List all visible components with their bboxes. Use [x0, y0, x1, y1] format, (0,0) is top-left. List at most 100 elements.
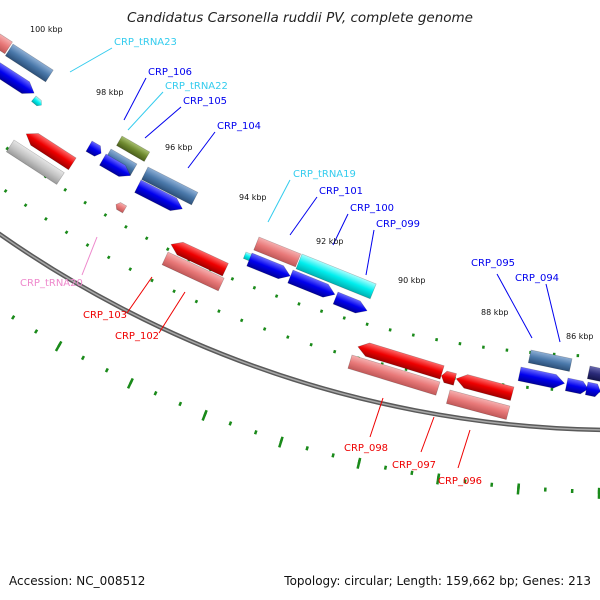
- gene-label-crp-trna23[interactable]: CRP_tRNA23: [114, 37, 177, 48]
- gene-crp-096[interactable]: [446, 389, 511, 420]
- gene-segment[interactable]: [253, 236, 302, 268]
- label-leader-line: [496, 273, 533, 339]
- gene-crp-104[interactable]: [141, 166, 199, 206]
- gene-label-crp-105[interactable]: CRP_105: [183, 96, 227, 107]
- gene-segment[interactable]: [85, 140, 104, 158]
- gene-segment[interactable]: [347, 354, 441, 396]
- gene-crp-095[interactable]: [527, 349, 573, 372]
- scale-tick: [410, 470, 414, 476]
- gene-label-crp-096[interactable]: CRP_096: [438, 476, 482, 487]
- trna-marker[interactable]: [31, 95, 44, 108]
- label-leader-line: [545, 283, 561, 343]
- gene-label-crp-100[interactable]: CRP_100: [350, 203, 394, 214]
- scale-tick: [165, 247, 170, 252]
- scale-tick: [83, 200, 88, 205]
- scale-tick: [104, 367, 109, 373]
- label-leader-line: [123, 77, 147, 121]
- gene-segment[interactable]: [332, 291, 369, 317]
- gene-segment[interactable]: [99, 153, 134, 181]
- scale-tick: [388, 328, 392, 332]
- scale-tick: [383, 465, 388, 470]
- scale-tick: [194, 299, 199, 304]
- scale-tick: [365, 322, 369, 326]
- label-leader-line: [420, 416, 435, 453]
- scale-tick: [150, 278, 154, 283]
- scale-tick: [252, 285, 257, 290]
- scale-tick: [228, 421, 233, 426]
- gene-label-crp-095[interactable]: CRP_095: [471, 258, 515, 269]
- scale-major-tick: [516, 483, 521, 495]
- gene-crp-103-region[interactable]: [22, 128, 77, 171]
- scale-tick: [435, 337, 439, 342]
- gene-crp-094[interactable]: [517, 366, 566, 390]
- gene-label-crp-097[interactable]: CRP_097: [392, 460, 436, 471]
- gene-crp-103[interactable]: [168, 238, 229, 277]
- gene-label-crp-099[interactable]: CRP_099: [376, 219, 420, 230]
- gene-label-crp-trna19[interactable]: CRP_tRNA19: [293, 169, 356, 180]
- scale-tick: [178, 401, 183, 407]
- gene-crp-098[interactable]: [356, 340, 445, 380]
- label-leader-line: [267, 179, 291, 223]
- accession-text: Accession: NC_008512: [9, 574, 146, 588]
- label-leader-line: [81, 236, 98, 276]
- gene-crp-100[interactable]: [295, 253, 377, 300]
- gene-crp-097[interactable]: [440, 370, 457, 386]
- scale-major-tick: [278, 436, 284, 448]
- scale-tick: [297, 302, 301, 306]
- label-leader-line: [332, 213, 349, 246]
- scale-label: 86 kbp: [566, 332, 594, 341]
- gene-segment[interactable]: [454, 372, 515, 401]
- gene-label-crp-104[interactable]: CRP_104: [217, 121, 261, 132]
- gene-segment[interactable]: [564, 377, 589, 395]
- scale-tick: [239, 318, 244, 323]
- scale-tick: [253, 430, 258, 435]
- scale-label: 100 kbp: [30, 25, 63, 34]
- scale-tick: [11, 315, 16, 320]
- gene-segment[interactable]: [0, 59, 38, 99]
- label-leader-line: [127, 91, 164, 131]
- label-leader-line: [126, 276, 153, 314]
- gene-crp-102[interactable]: [161, 251, 225, 292]
- gene-segment[interactable]: [584, 381, 600, 398]
- scale-tick: [44, 217, 48, 221]
- gene-label-crp-trna22[interactable]: CRP_tRNA22: [165, 81, 228, 92]
- scale-tick: [80, 355, 86, 361]
- gene-crp-099[interactable]: [287, 269, 338, 301]
- scale-tick: [274, 294, 279, 298]
- gene-segment[interactable]: [586, 365, 600, 382]
- scale-tick: [309, 342, 313, 347]
- label-leader-line: [369, 397, 384, 438]
- scale-tick: [124, 224, 128, 229]
- scale-tick: [5, 146, 10, 151]
- scale-tick: [217, 309, 221, 314]
- scale-major-tick: [54, 340, 63, 352]
- scale-tick: [333, 349, 337, 354]
- gene-label-crp-102[interactable]: CRP_102: [115, 331, 159, 342]
- scale-label: 94 kbp: [239, 193, 267, 202]
- scale-tick: [286, 335, 290, 339]
- gene-segment[interactable]: [0, 29, 13, 55]
- gene-label-crp-101[interactable]: CRP_101: [319, 186, 363, 197]
- gene-label-crp-098[interactable]: CRP_098: [344, 443, 388, 454]
- gene-label-crp-094[interactable]: CRP_094: [515, 273, 559, 284]
- trna-crp-trna20[interactable]: [114, 201, 128, 214]
- scale-tick: [305, 446, 309, 451]
- scale-label: 90 kbp: [398, 276, 426, 285]
- label-leader-line: [457, 429, 471, 469]
- gene-segment[interactable]: [5, 139, 65, 185]
- scale-tick: [34, 329, 39, 334]
- gene-segment[interactable]: [4, 43, 54, 83]
- label-leader-line: [187, 131, 216, 169]
- gene-segment[interactable]: [134, 179, 186, 215]
- gene-label-crp-trna20[interactable]: CRP_tRNA20: [20, 278, 83, 289]
- scale-tick: [262, 327, 267, 331]
- scale-tick: [331, 453, 335, 458]
- gene-segment[interactable]: [116, 135, 151, 162]
- gene-label-crp-106[interactable]: CRP_106: [148, 67, 192, 78]
- gene-label-crp-103[interactable]: CRP_103: [83, 310, 127, 321]
- scale-tick: [153, 390, 158, 396]
- scale-major-tick: [201, 409, 208, 421]
- gene-crp-101[interactable]: [246, 252, 293, 282]
- scale-tick: [85, 243, 90, 248]
